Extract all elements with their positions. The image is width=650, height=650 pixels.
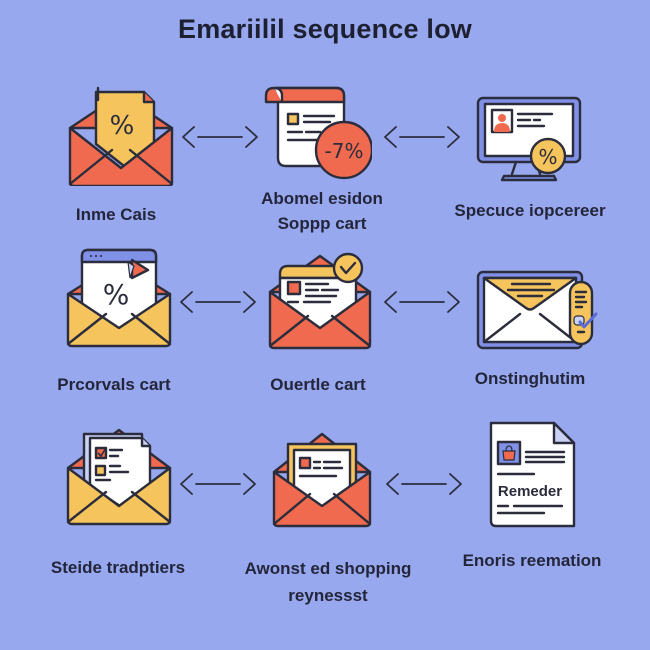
monitor-profile-discount-icon: %: [476, 96, 582, 182]
arrow-1-2: [180, 124, 260, 155]
step-3-label-line-1: Specuce iopcereer: [454, 201, 606, 220]
scroll-discount-badge-icon: -7%: [264, 86, 372, 180]
reminder-doc-text: Remeder: [498, 483, 562, 500]
arrow-4-5: [178, 289, 258, 320]
step-8-node: [270, 430, 374, 530]
bidirectional-arrow-icon: [384, 126, 460, 148]
step-9-label: Enoris reemation: [432, 548, 632, 573]
bidirectional-arrow-icon: [384, 291, 460, 313]
diagram-title: Emariilil sequence low: [177, 14, 472, 44]
step-2-label-line-1: Abomel esidon: [261, 189, 383, 208]
step-6-label-line-1: Onstinghutim: [474, 369, 586, 388]
envelope-browser-percent-icon: %: [66, 248, 172, 348]
percent-badge-text: %: [538, 145, 557, 169]
bidirectional-arrow-icon: [180, 473, 256, 495]
step-7-label: Steide tradptiers: [18, 555, 218, 580]
bidirectional-arrow-icon: [386, 473, 462, 495]
step-7-label-line-1: Steide tradptiers: [50, 558, 186, 577]
step-8-label-line-1: Awonst ed shopping: [244, 559, 412, 578]
step-2-label: Abomel esidon Soppp cart: [222, 186, 422, 236]
envelope-document-check-icon: [268, 252, 372, 350]
step-3-node: %: [474, 94, 584, 184]
step-1-label-line-1: Inme Cais: [75, 205, 157, 224]
envelope-letter-icon: [272, 432, 372, 528]
envelope-discount-tag-icon: %: [68, 86, 174, 186]
step-3-label: Specuce iopcereer: [430, 198, 630, 223]
step-5-node: [266, 252, 376, 352]
step-7-node: [64, 426, 174, 526]
document-reminder-icon: Remeder: [489, 421, 576, 528]
arrow-2-3: [382, 124, 462, 155]
step-1-node: %: [66, 86, 176, 186]
step-5-label: Ouertle cart: [218, 372, 418, 397]
step-4-label-line-1: Prcorvals cart: [57, 375, 171, 394]
step-9-node: Remeder: [488, 420, 578, 530]
step-2-node: -7%: [262, 84, 372, 184]
step-6-label: Onstinghutim: [430, 366, 630, 391]
arrow-8-9: [384, 471, 464, 502]
step-5-label-line-1: Ouertle cart: [270, 375, 366, 394]
percent-text: %: [103, 278, 130, 311]
envelope-checklist-icon: [66, 428, 172, 526]
bidirectional-arrow-icon: [182, 126, 258, 148]
step-8-label: Awonst ed shopping reynessst: [228, 556, 428, 608]
step-6-node: [474, 268, 604, 352]
svg-text:%: %: [110, 111, 135, 141]
arrow-7-8: [178, 471, 258, 502]
step-2-label-line-2: Soppp cart: [277, 214, 367, 233]
step-1-label: Inme Cais: [16, 202, 216, 227]
envelope-receipt-check-icon: [476, 270, 598, 350]
discount-badge-text: -7%: [325, 139, 364, 163]
step-8-label-line-2: reynessst: [288, 586, 368, 605]
step-9-label-line-1: Enoris reemation: [462, 551, 602, 570]
bidirectional-arrow-icon: [180, 291, 256, 313]
step-4-node: %: [64, 248, 174, 348]
step-4-label: Prcorvals cart: [14, 372, 214, 397]
arrow-5-6: [382, 289, 462, 320]
